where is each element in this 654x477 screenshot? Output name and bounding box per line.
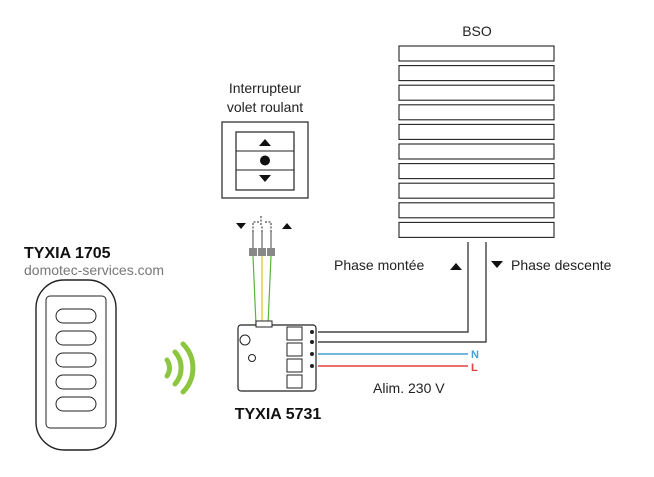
bso-slat [398,123,555,140]
bso-slat [398,202,555,219]
wire-phase-down [318,242,487,343]
live-label: L [471,362,478,374]
module-title: TYXIA 5731 [235,406,322,423]
watermark: domotec-services.com [24,262,164,278]
wire-phase-up [318,242,469,333]
wall-switch [221,121,309,199]
neutral-label: N [471,349,479,361]
switch-wires [252,255,272,326]
bso-slat [398,221,555,238]
switch-label-line2: volet roulant [227,99,303,115]
wireless-signal-icon [164,341,196,395]
bso-slat [398,45,555,62]
bso-slat [398,84,555,101]
switch-up-icon [259,139,271,146]
phase-up-label: Phase montée [334,257,424,273]
module-tyxia-5731 [237,320,317,392]
remote-buttons [55,308,97,412]
bso-slat [398,104,555,121]
remote-title: TYXIA 1705 [24,245,111,262]
remote-button [55,396,97,412]
supply-label: Alim. 230 V [373,380,445,396]
remote-tyxia-1705 [35,279,117,451]
switch-contact-symbol [236,216,292,256]
bso-slat [398,65,555,82]
remote-button [55,330,97,346]
switch-stop-icon [260,155,270,166]
module-button [239,334,251,346]
bso-slat [398,143,555,160]
bso-slat [398,182,555,199]
remote-button [55,374,97,390]
remote-button [55,352,97,368]
bso-slat [398,163,555,180]
arrow-down-icon [491,261,503,268]
switch-label-line1: Interrupteur [229,80,302,96]
phase-down-label: Phase descente [511,257,612,273]
arrow-up-icon [450,263,462,270]
bso-slats [398,45,555,238]
module-led [248,354,256,362]
bso-label: BSO [462,23,492,39]
switch-down-icon [259,175,271,182]
remote-button [55,308,97,324]
